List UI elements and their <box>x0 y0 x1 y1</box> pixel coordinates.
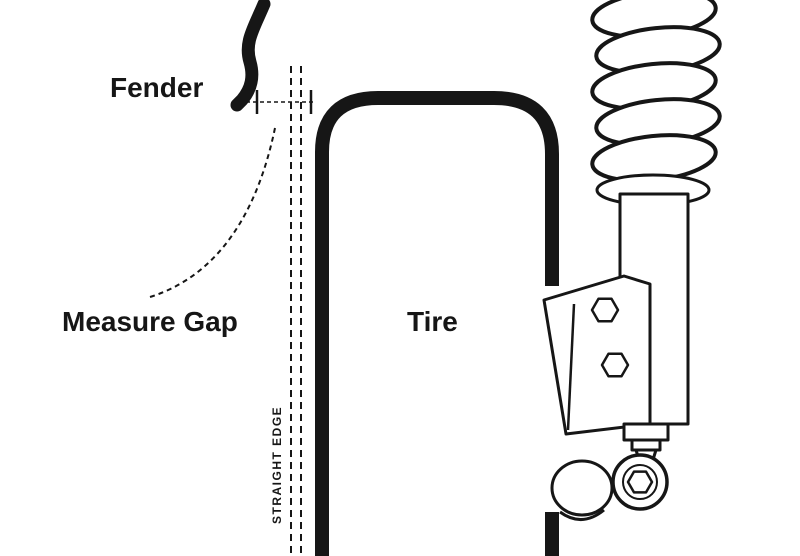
tire-edge-path <box>315 91 559 556</box>
fender-curve <box>230 0 271 112</box>
eye-bolt-hex <box>626 470 654 494</box>
fender-label: Fender <box>110 72 203 103</box>
gap-markers <box>246 90 316 114</box>
bracket-bolt-hex-upper <box>590 297 620 323</box>
straight-edge-label: STRAIGHT EDGE <box>270 406 284 524</box>
ball-joint-housing <box>550 459 614 521</box>
straight-edge-lines <box>290 66 302 556</box>
tire-label: Tire <box>407 306 458 337</box>
bracket-bolt-hex-lower <box>600 352 630 378</box>
tire-outline <box>315 91 559 556</box>
strut-assembly <box>542 0 722 521</box>
coil-spring-icon <box>590 0 722 183</box>
knuckle-bracket <box>542 274 652 436</box>
measure-gap-label: Measure Gap <box>62 306 238 337</box>
tie-rod-eye <box>611 453 669 511</box>
measure-gap-pointer-curve <box>149 127 276 298</box>
